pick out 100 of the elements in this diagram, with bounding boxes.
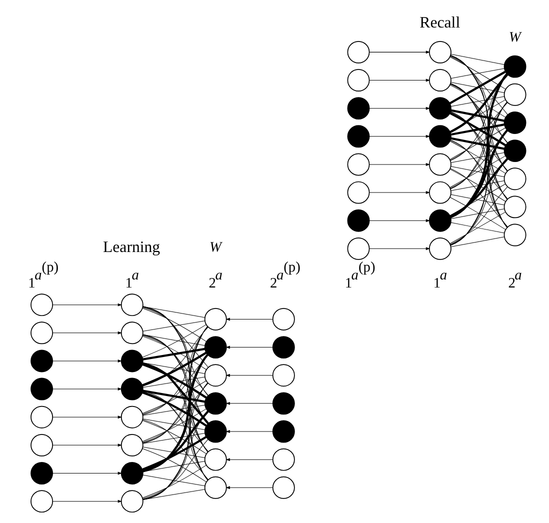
- connector: [142, 420, 206, 454]
- arrow: [225, 373, 272, 376]
- node-circle: [120, 462, 143, 484]
- connector: [450, 166, 504, 177]
- connector: [450, 152, 504, 162]
- arrow: [368, 190, 430, 194]
- connector: [142, 362, 208, 452]
- node-circle: [503, 167, 526, 190]
- node-circle: [272, 308, 294, 330]
- connector: [449, 73, 508, 133]
- node-circle: [30, 462, 53, 484]
- connector: [142, 306, 208, 368]
- connector: [142, 382, 208, 442]
- connector: [449, 211, 505, 244]
- connector: [450, 96, 504, 106]
- connector: [449, 196, 506, 230]
- arrow: [225, 401, 272, 404]
- connector: [142, 446, 204, 458]
- connector: [450, 110, 508, 228]
- connector: [142, 382, 208, 500]
- connector: [142, 347, 204, 360]
- node-circle: [30, 405, 53, 428]
- connector: [449, 84, 506, 118]
- connector: [142, 354, 208, 443]
- connector: [142, 432, 204, 444]
- node-circle: [272, 336, 294, 358]
- connector: [450, 123, 504, 136]
- arrow: [368, 162, 430, 166]
- arrow: [368, 246, 430, 250]
- connector: [450, 180, 504, 190]
- node-circle: [503, 195, 526, 218]
- node-circle: [428, 40, 451, 63]
- arrow: [52, 358, 122, 362]
- connector: [449, 127, 505, 160]
- node-circle: [346, 236, 370, 260]
- connector: [450, 81, 504, 92]
- arrow: [368, 106, 430, 110]
- node-circle: [272, 392, 294, 414]
- connector: [448, 112, 506, 146]
- arrow: [368, 134, 430, 138]
- node-circle: [272, 476, 294, 498]
- node-circle: [30, 490, 53, 512]
- connector: [450, 168, 508, 227]
- node-circle: [204, 336, 226, 358]
- node-circle: [272, 364, 294, 386]
- node-circle: [346, 208, 370, 232]
- connector: [450, 136, 504, 150]
- node-circle: [428, 96, 451, 120]
- node-circle: [30, 293, 53, 316]
- node-circle: [428, 152, 451, 176]
- connector: [450, 73, 507, 160]
- connector: [142, 336, 206, 370]
- node-circle: [120, 321, 143, 344]
- node-circle: [120, 405, 143, 428]
- arrow: [368, 78, 430, 82]
- connector: [142, 404, 204, 416]
- arrow: [368, 218, 430, 222]
- connector: [142, 389, 204, 402]
- node-circle: [346, 96, 370, 120]
- connector: [450, 112, 508, 171]
- connector: [142, 362, 204, 374]
- connector: [449, 140, 506, 174]
- connector: [142, 464, 206, 498]
- connector: [142, 334, 208, 396]
- connector: [449, 157, 508, 217]
- node-circle: [503, 82, 526, 106]
- arrow: [225, 458, 272, 461]
- connector: [142, 418, 208, 480]
- node-circle: [346, 152, 370, 176]
- connector: [450, 68, 504, 78]
- connector: [450, 82, 508, 200]
- arrow: [52, 499, 122, 502]
- connector: [142, 326, 208, 386]
- arrow: [52, 415, 122, 418]
- connector: [142, 448, 206, 482]
- node-circle: [120, 490, 143, 512]
- node-circle: [204, 392, 226, 414]
- arrow: [52, 387, 122, 390]
- node-circle: [428, 208, 451, 232]
- arrow: [52, 443, 122, 446]
- connector: [142, 410, 208, 500]
- connector: [142, 306, 208, 424]
- node-circle: [204, 308, 226, 330]
- node-circle: [346, 40, 370, 63]
- arrow: [52, 330, 122, 334]
- connector: [142, 354, 208, 500]
- node-circle: [272, 448, 294, 470]
- connector: [449, 102, 508, 160]
- node-circle: [204, 420, 226, 442]
- label: Learning: [102, 238, 160, 256]
- arrow: [52, 302, 122, 306]
- connector: [142, 380, 206, 414]
- connector: [142, 334, 208, 424]
- node-circle: [346, 68, 370, 91]
- node-circle: [120, 377, 143, 400]
- arrow: [225, 430, 272, 432]
- connector: [450, 101, 507, 217]
- connector: [142, 390, 208, 480]
- node-circle: [346, 180, 370, 204]
- connector: [449, 99, 505, 132]
